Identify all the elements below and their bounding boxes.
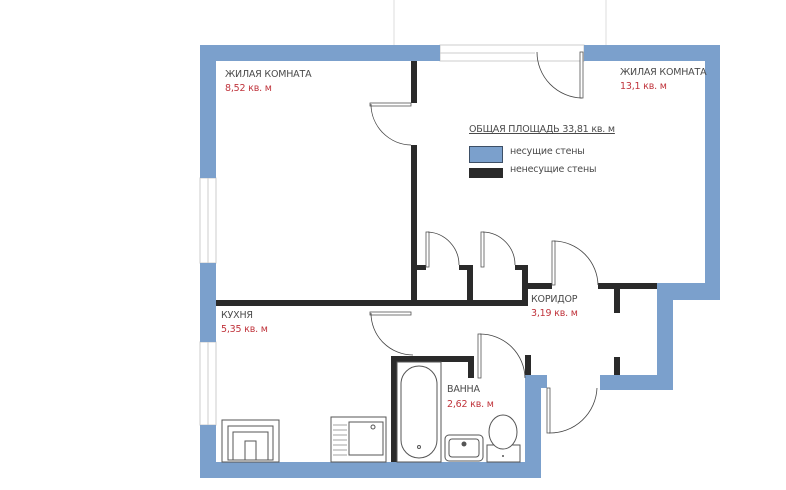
bearing-walls — [200, 45, 720, 478]
room-area-bathroom: 2,62 кв. м — [447, 399, 494, 410]
toilet — [486, 414, 521, 463]
legend-swatch-bearing — [469, 146, 503, 163]
legend-swatch-partition — [469, 168, 503, 178]
doors — [369, 51, 599, 434]
kitchen-sink — [330, 416, 387, 463]
room-name-living-room-2: ЖИЛАЯ КОМНАТА — [620, 67, 707, 78]
room-area-living-room-1: 8,52 кв. м — [225, 83, 272, 94]
partition-walls — [216, 61, 657, 462]
stove — [221, 419, 280, 463]
total-area: ОБЩАЯ ПЛОЩАДЬ 33,81 кв. м — [469, 124, 615, 135]
room-name-corridor: КОРИДОР — [531, 294, 578, 305]
bathroom-sink — [444, 434, 484, 462]
room-area-kitchen: 5,35 кв. м — [221, 324, 268, 335]
room-area-corridor: 3,19 кв. м — [531, 308, 578, 319]
room-area-living-room-2: 13,1 кв. м — [620, 81, 667, 92]
room-name-kitchen: КУХНЯ — [221, 310, 253, 321]
bathtub — [396, 361, 442, 463]
legend-label-partition: ненесущие стены — [510, 164, 597, 175]
room-name-living-room-1: ЖИЛАЯ КОМНАТА — [225, 69, 312, 80]
room-name-bathroom: ВАННА — [447, 384, 480, 395]
legend-label-bearing: несущие стены — [510, 146, 585, 157]
balcony-outline — [393, 0, 607, 45]
